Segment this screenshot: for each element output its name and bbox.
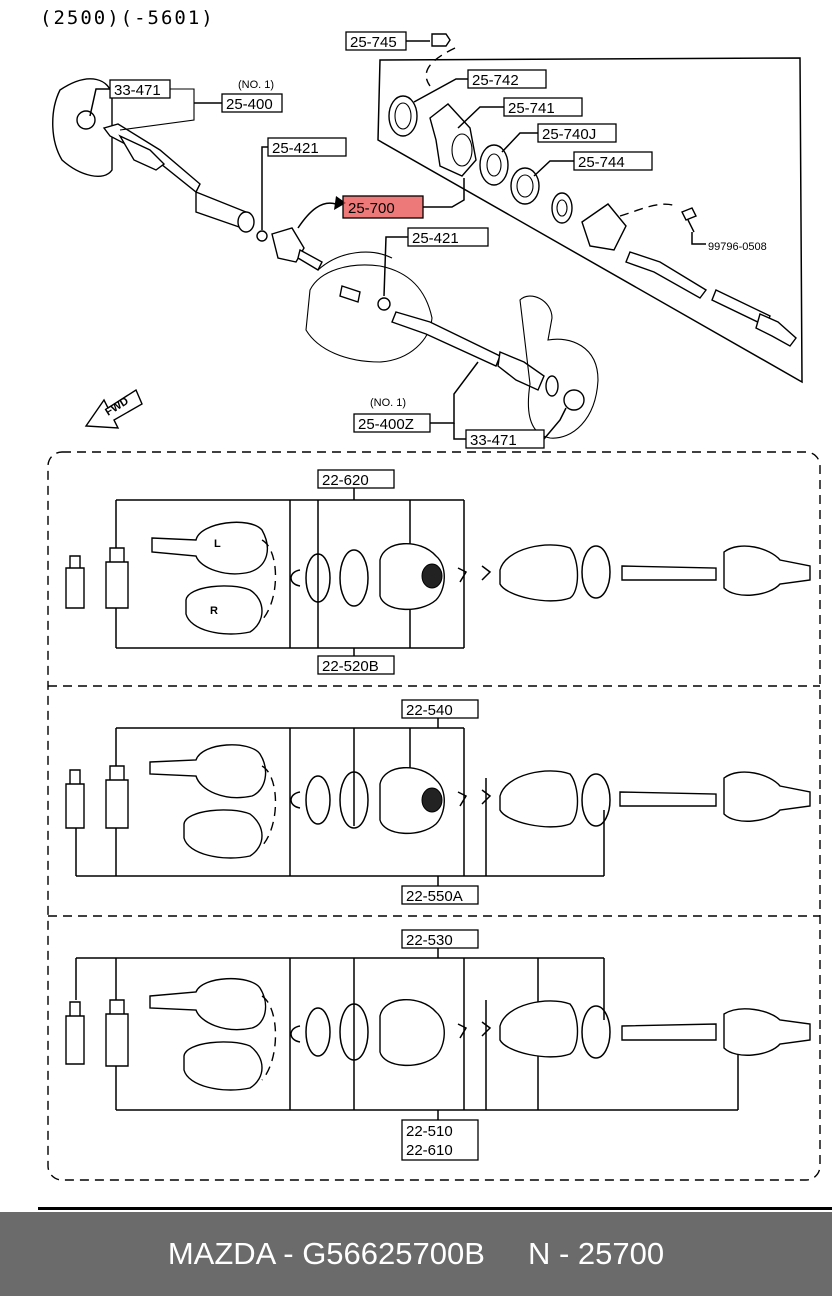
- callout-25421-mid[interactable]: 25-421: [383, 227, 489, 297]
- grease-tube[interactable]: [65, 769, 85, 829]
- circlip-25421a[interactable]: [256, 230, 268, 242]
- svg-text:25-400: 25-400: [226, 96, 273, 113]
- svg-text:99796-0508: 99796-0508: [708, 241, 767, 253]
- kit-3-top-label[interactable]: [401, 929, 479, 949]
- bracket-25741[interactable]: [429, 103, 477, 177]
- outer-boot[interactable]: [499, 770, 579, 828]
- inner-joint[interactable]: [183, 1041, 263, 1091]
- svg-text:R: R: [210, 605, 218, 617]
- callout-25744[interactable]: 25-744: [533, 151, 653, 177]
- grease-tube[interactable]: [105, 999, 129, 1067]
- circlip[interactable]: [290, 1025, 301, 1043]
- inset-panel: [377, 57, 803, 384]
- grease-tube[interactable]: [105, 765, 129, 829]
- kit-3-bottom-label[interactable]: [401, 1119, 479, 1161]
- callout-25745[interactable]: 25-745: [345, 31, 451, 51]
- cv-cup-inset[interactable]: [581, 203, 627, 251]
- inner-joint[interactable]: [183, 809, 263, 859]
- parts-diagram: (2500)(-5601) FWD 25-745: [40, 7, 821, 1181]
- inner-joint[interactable]: [149, 978, 267, 1031]
- svg-text:22-520B: 22-520B: [322, 658, 379, 675]
- shaft-right[interactable]: [391, 311, 501, 367]
- svg-text:(NO. 1): (NO. 1): [238, 79, 274, 91]
- joint-l[interactable]: [151, 521, 269, 575]
- outer-joint[interactable]: [723, 771, 811, 822]
- circlip[interactable]: [290, 791, 301, 809]
- callout-99796[interactable]: 99796-0508: [691, 232, 767, 253]
- transaxle: [305, 264, 433, 363]
- axle-shaft[interactable]: [621, 1023, 717, 1041]
- svg-text:33-471: 33-471: [470, 432, 517, 449]
- joint-r[interactable]: [185, 585, 263, 635]
- outer-joint[interactable]: [723, 545, 811, 596]
- axle-shaft[interactable]: [621, 565, 717, 581]
- kit-2: 22-540 22-550A: [65, 699, 811, 905]
- callout-25741[interactable]: 25-741: [457, 97, 583, 129]
- svg-text:22-550A: 22-550A: [406, 888, 463, 905]
- kit-3: 22-530 22-510 22-610: [65, 929, 811, 1161]
- callout-33471-right[interactable]: 33-471: [453, 407, 567, 449]
- inset-shaft[interactable]: [625, 251, 708, 299]
- callout-25742[interactable]: 25-742: [413, 69, 547, 103]
- bearing-25740j[interactable]: [479, 144, 509, 186]
- svg-text:33-471: 33-471: [114, 82, 161, 99]
- band-ring[interactable]: [339, 549, 369, 607]
- svg-text:22-610: 22-610: [406, 1142, 453, 1159]
- outer-boot[interactable]: [499, 544, 579, 602]
- svg-text:25-400Z: 25-400Z: [358, 416, 414, 433]
- circlip[interactable]: [290, 569, 301, 587]
- seal-25744[interactable]: [510, 167, 540, 205]
- svg-text:25-742: 25-742: [472, 72, 519, 89]
- svg-text:25-700: 25-700: [348, 200, 395, 217]
- callout-25421-top[interactable]: 25-421: [261, 137, 347, 230]
- grease-tube[interactable]: [65, 1001, 85, 1065]
- circlip-25421b[interactable]: [377, 297, 391, 311]
- boot[interactable]: [379, 766, 445, 835]
- svg-text:25-741: 25-741: [508, 100, 555, 117]
- svg-text:22-620: 22-620: [322, 472, 369, 489]
- svg-text:25-421: 25-421: [272, 140, 319, 157]
- callout-33471-left[interactable]: 33-471: [89, 79, 195, 131]
- svg-text:25-745: 25-745: [350, 34, 397, 51]
- seal-25742[interactable]: [388, 95, 418, 137]
- axle-shaft[interactable]: [619, 791, 717, 807]
- kit-2-top-label[interactable]: [401, 699, 479, 719]
- fwd-arrow: [84, 388, 143, 429]
- kits-border: [47, 451, 821, 1181]
- svg-text:(NO. 1): (NO. 1): [370, 397, 406, 409]
- boot[interactable]: [379, 542, 445, 611]
- svg-text:22-510: 22-510: [406, 1123, 453, 1140]
- svg-text:L: L: [214, 538, 221, 550]
- svg-text:25-744: 25-744: [578, 154, 625, 171]
- svg-text:25-740J: 25-740J: [542, 126, 596, 143]
- svg-text:25-421: 25-421: [412, 230, 459, 247]
- part-number-caption: MAZDA - G56625700B N - 25700: [167, 1236, 665, 1271]
- svg-text:22-530: 22-530: [406, 932, 453, 949]
- knuckle-right: [519, 295, 599, 439]
- callout-25400[interactable]: (NO. 1) 25-400: [194, 79, 283, 113]
- footer-bar: MAZDA - G56625700B N - 25700: [0, 1212, 832, 1296]
- grease-tube[interactable]: [105, 547, 129, 609]
- header-range: (2500)(-5601): [40, 7, 215, 29]
- boot[interactable]: [379, 998, 445, 1067]
- ring-part[interactable]: [551, 192, 573, 224]
- kit-2-bottom-label[interactable]: [401, 885, 479, 905]
- kit-1-bottom-label[interactable]: [317, 655, 395, 675]
- svg-text:22-540: 22-540: [406, 702, 453, 719]
- band-ring[interactable]: [305, 553, 331, 603]
- outer-boot[interactable]: [499, 1000, 579, 1058]
- bolt-99796[interactable]: [681, 207, 697, 233]
- outer-joint[interactable]: [723, 1008, 811, 1056]
- callout-25400z[interactable]: (NO. 1) 25-400Z: [353, 361, 479, 433]
- callout-25740j[interactable]: 25-740J: [501, 123, 617, 153]
- footer-divider: [38, 1207, 832, 1210]
- kit-1-top-label[interactable]: [317, 469, 395, 489]
- kit-1: 22-620 22-520B L R: [65, 469, 811, 675]
- inner-joint[interactable]: [149, 744, 267, 799]
- grease-tube[interactable]: [65, 555, 85, 609]
- callout-25700[interactable]: 25-700: [342, 178, 465, 219]
